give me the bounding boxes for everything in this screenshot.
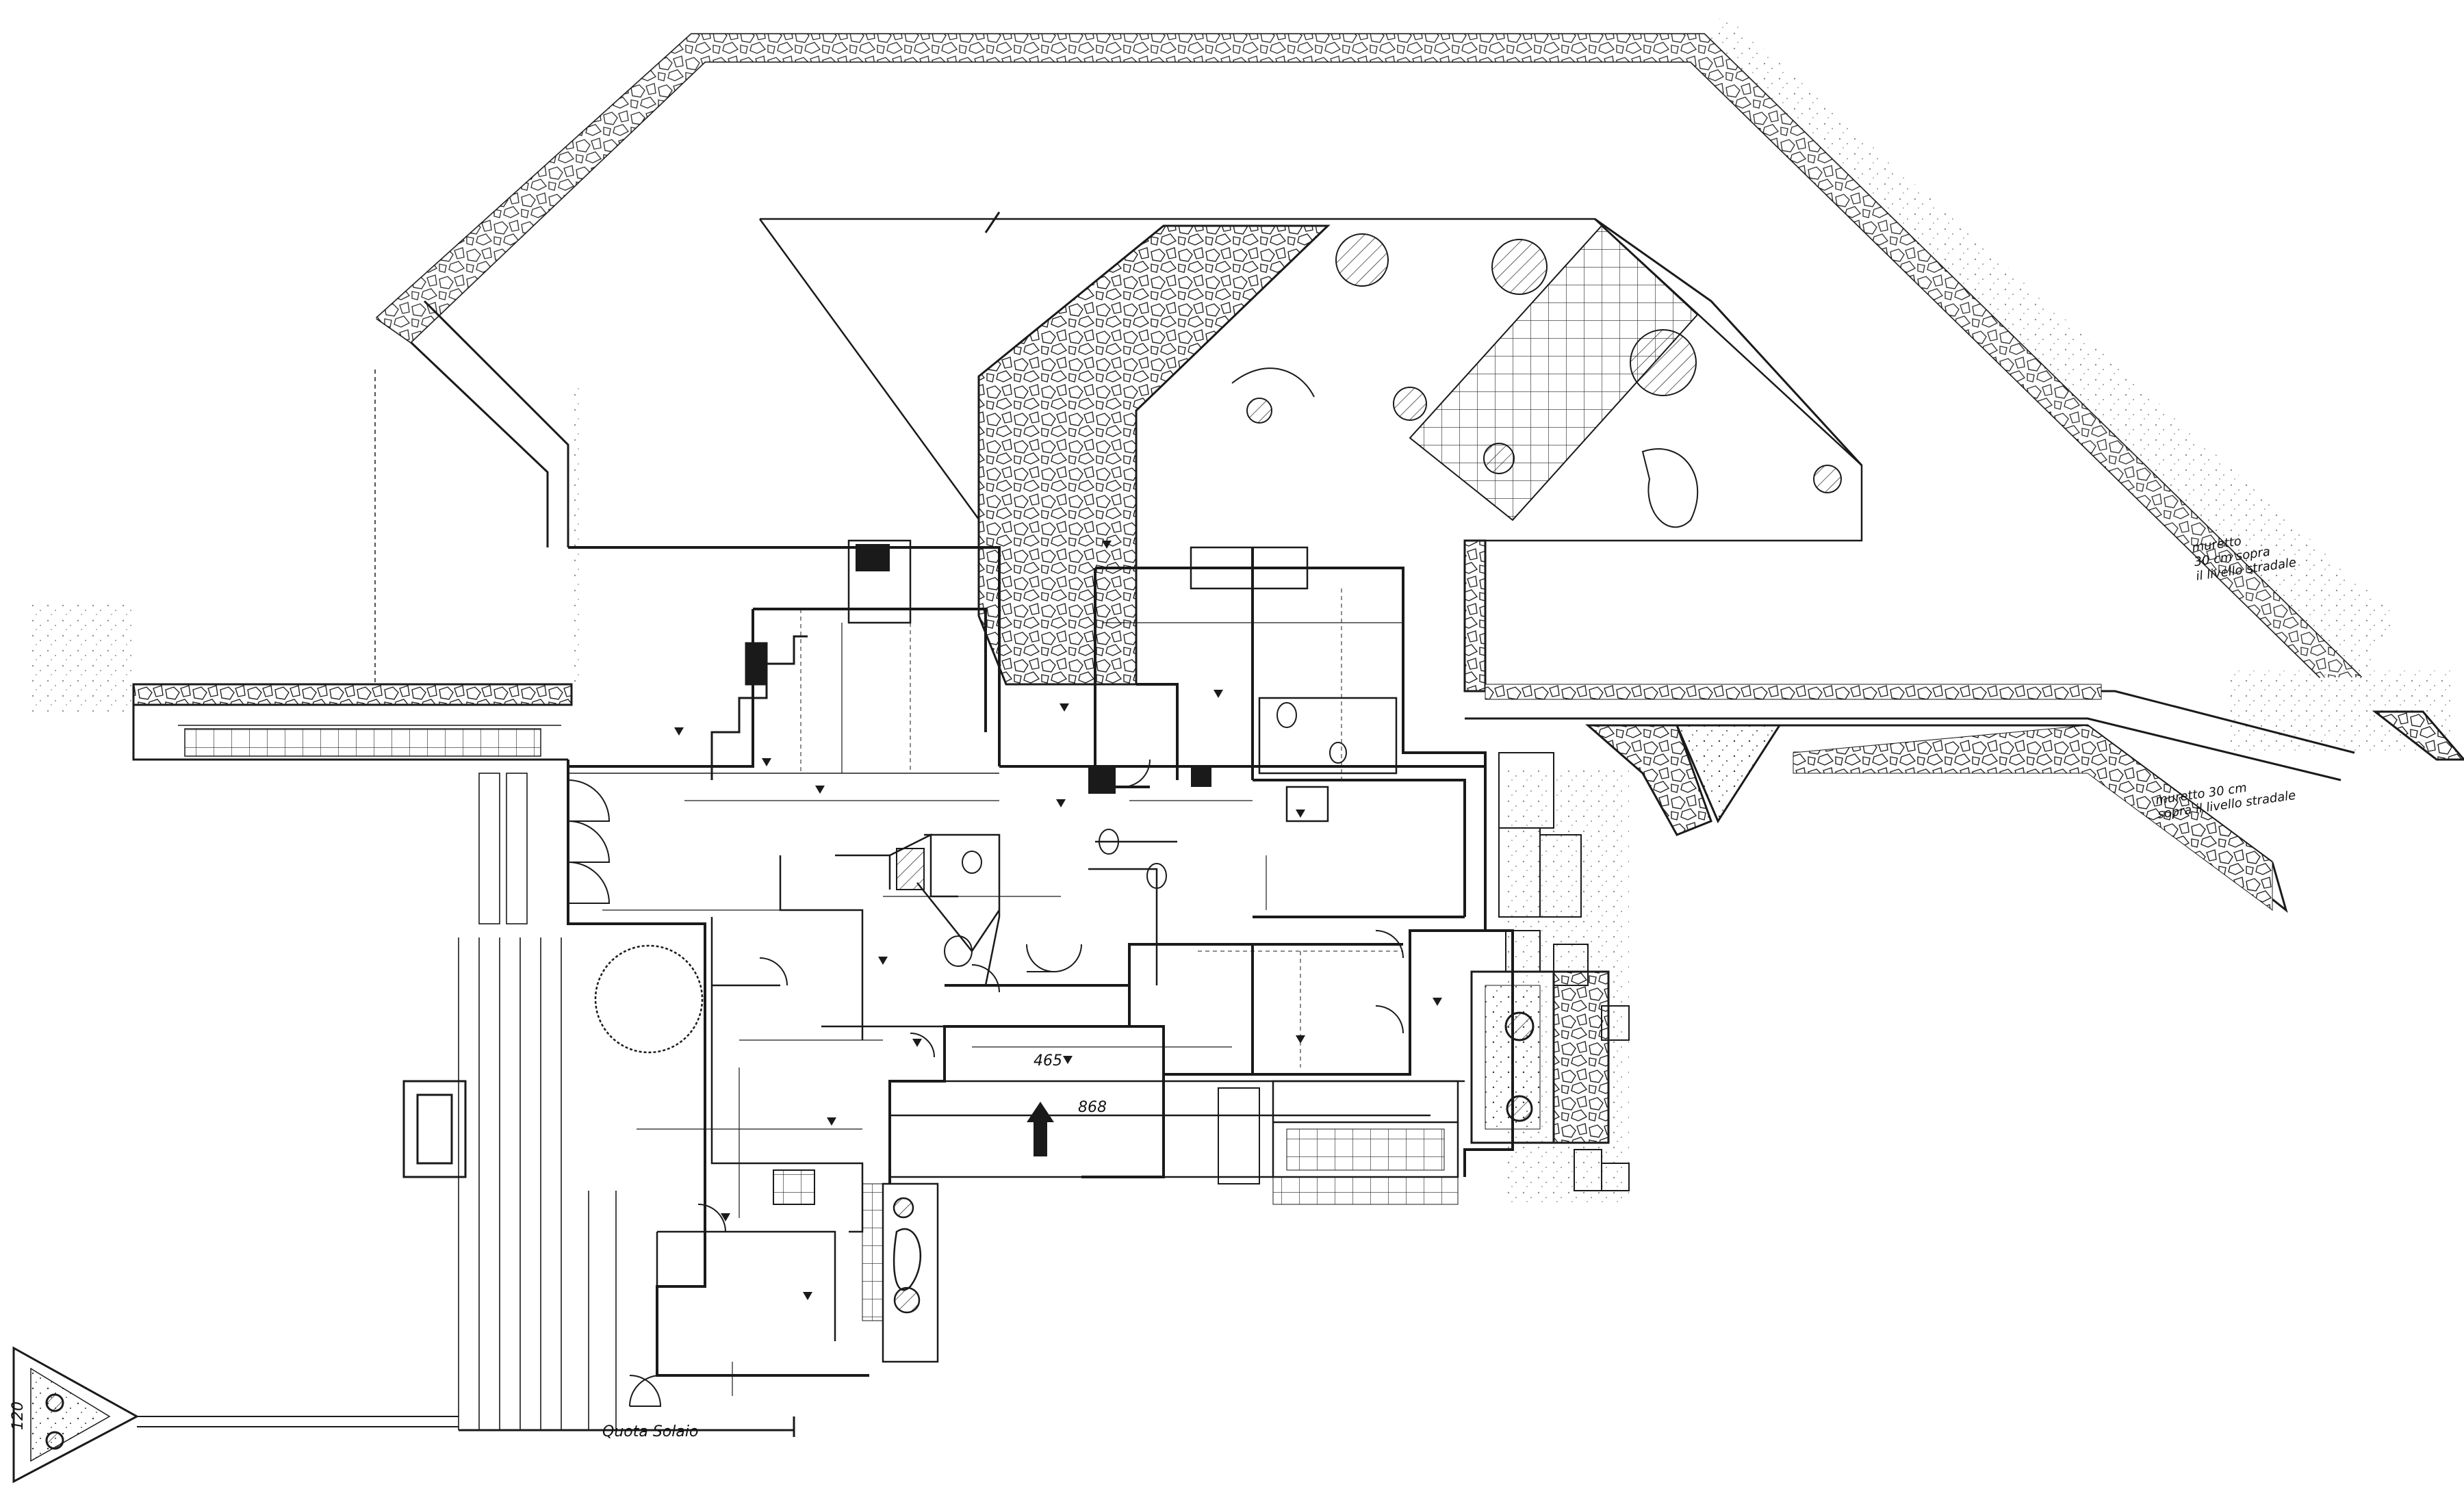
fireplace-blocks bbox=[856, 544, 1211, 794]
entrance-area bbox=[890, 1080, 1465, 1178]
lower-steps bbox=[1218, 1087, 1459, 1205]
stone-paving-path bbox=[977, 224, 1331, 686]
right-wall-system bbox=[1463, 218, 2464, 914]
outdoor-bench bbox=[402, 1080, 467, 1178]
left-staircase bbox=[710, 635, 808, 780]
left-deck-planks bbox=[458, 773, 795, 1437]
level-markers bbox=[674, 541, 1442, 1300]
quota-solaio-label: Quota Solaio bbox=[602, 1423, 699, 1440]
right-stone-blocks bbox=[1498, 752, 1630, 1191]
entrance-arrow bbox=[1027, 1102, 1054, 1156]
garden-trees bbox=[1231, 233, 1842, 528]
center-planter bbox=[862, 1182, 939, 1363]
left-terrace-wall bbox=[132, 683, 573, 761]
outer-wall-stone-fill bbox=[376, 34, 2361, 677]
dimension-465: 465 bbox=[1034, 1052, 1062, 1070]
round-table bbox=[594, 944, 704, 1054]
dimension-120: 120 bbox=[10, 1401, 27, 1430]
door-swings bbox=[567, 759, 1404, 1407]
sanitary-fixtures bbox=[773, 702, 1347, 1205]
right-planter bbox=[1470, 970, 1610, 1144]
dimension-lines bbox=[602, 622, 1403, 1396]
ground-texture bbox=[27, 14, 2450, 1204]
corner-triangle-planter bbox=[12, 1346, 459, 1484]
pergola-grid bbox=[1409, 224, 1699, 521]
dimension-868: 868 bbox=[1078, 1099, 1107, 1116]
left-diagonal-wall bbox=[374, 300, 569, 684]
garden-courtyard bbox=[758, 211, 1863, 548]
